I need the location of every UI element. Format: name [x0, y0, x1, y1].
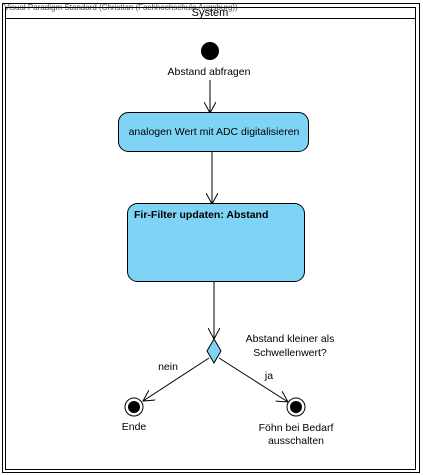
flow-decision-to-foehn[interactable]	[218, 357, 288, 402]
final-node-foehn-label-line1: Föhn bei Bedarf	[259, 422, 334, 434]
flow-decision-to-end[interactable]	[143, 357, 210, 401]
initial-node[interactable]	[201, 42, 219, 60]
guard-yes-label: ja	[264, 370, 273, 382]
swimlane-system[interactable]	[5, 18, 416, 470]
decision-question-line1: Abstand kleiner als	[246, 333, 335, 345]
action-fir-filter-update[interactable]	[127, 203, 305, 282]
swimlane-title: System	[192, 7, 229, 19]
decision-node[interactable]	[206, 338, 222, 364]
action-adc-digitalize-label: analogen Wert mit ADC digitalisieren	[129, 126, 300, 138]
final-node-foehn-core	[290, 401, 302, 413]
final-node-foehn-label-line2: ausschalten	[268, 435, 324, 447]
final-node-ende-core	[128, 401, 140, 413]
action-adc-digitalize[interactable]	[118, 112, 309, 152]
guard-no-label: nein	[158, 361, 178, 373]
initial-node-label: Abstand abfragen	[168, 66, 251, 78]
final-node-ende-label: Ende	[122, 421, 147, 433]
decision-question-line2: Schwellenwert?	[253, 347, 327, 359]
action-fir-filter-update-label: Fir-Filter updaten: Abstand	[134, 209, 268, 221]
